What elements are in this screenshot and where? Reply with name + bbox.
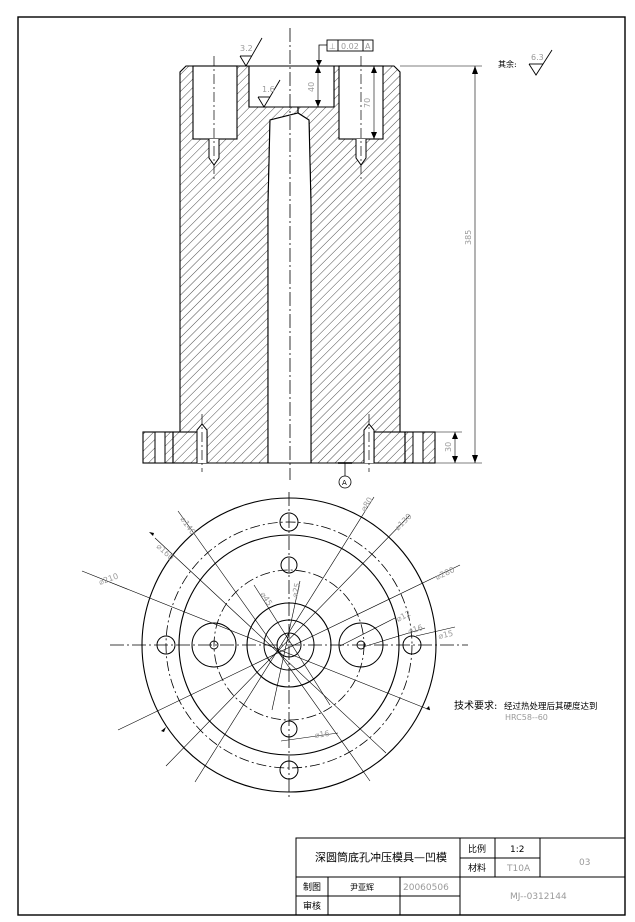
circle-body: [178, 534, 400, 756]
dim-height-base: 30: [435, 431, 462, 463]
sheet-number: 03: [579, 858, 590, 868]
title-block: [295, 837, 626, 916]
scale-value: 1:2: [510, 845, 524, 855]
dia-label-130: ⌀130: [393, 512, 414, 533]
material-value: T10A: [506, 864, 531, 874]
roughness-other: 其余: 6.3: [498, 49, 553, 76]
tolerance-frame: ⊥ 0.02 A: [316, 39, 374, 66]
dia-label-12: ⌀12: [395, 609, 412, 624]
flange-right-inner: [373, 431, 406, 464]
datum-a-symbol: A: [338, 462, 352, 489]
circle-outer: [141, 497, 437, 793]
counterbore-left-inner: [209, 640, 219, 650]
dim-height-total: 385: [400, 65, 482, 464]
pin-hole-top: [280, 556, 298, 574]
tolerance-symbol: ⊥: [329, 42, 336, 51]
tolerance-datum: A: [365, 42, 371, 51]
dia-label-15: ⌀15: [437, 629, 454, 641]
drawing-number: MJ--0312144: [510, 892, 567, 902]
section-view: 3.2 1.6 ⊥ 0.02 A 其余: 6.3: [142, 28, 553, 489]
dia-label-16-right: ⌀16: [407, 623, 424, 636]
drawing-title: 深圆筒底孔冲压模具—凹模: [315, 850, 447, 864]
dia-label-25: ⌀25: [290, 582, 302, 599]
dia-label-45: ⌀45: [258, 590, 274, 607]
pin-hole-bottom: [280, 720, 298, 738]
roughness-symbol-top-left: 3.2: [239, 37, 263, 67]
material-label: 材料: [468, 862, 486, 874]
dia-label-160: ⌀160: [155, 542, 176, 562]
title-block-text: 深圆筒底孔冲压模具—凹模 比例 1:2 材料 T10A 03 制图 尹亚辉 20…: [303, 843, 590, 912]
drawn-name: 尹亚辉: [350, 883, 374, 892]
drawn-date: 20060506: [403, 883, 449, 893]
dim-height-base-text: 30: [444, 442, 453, 452]
roughness-value-top-left: 3.2: [240, 44, 253, 53]
tolerance-value: 0.02: [341, 42, 359, 51]
technical-notes: 技术要求: 经过热处理后其硬度达到 HRC58--60: [454, 699, 598, 722]
dim-height-pocket-text: 40: [307, 82, 316, 92]
dia-label-280: ⌀280: [434, 565, 456, 582]
roughness-other-value: 6.3: [531, 53, 544, 62]
check-label: 审核: [303, 900, 321, 912]
circle-pin-pcd: [213, 569, 365, 721]
bolt-hole-bottom: [279, 760, 299, 780]
flange-hole-right: [412, 431, 424, 464]
dim-height-pocket: 40: [307, 66, 321, 107]
dia-label-140: ⌀140: [178, 515, 197, 537]
datum-a-label: A: [342, 479, 347, 487]
roughness-value-top-center: 1.6: [262, 85, 275, 94]
counterbore-right-inner: [356, 640, 366, 650]
circle-bore-outer: [263, 619, 315, 671]
dia-label-16-bottom: ⌀16: [314, 729, 330, 740]
bolt-hole-left: [156, 635, 176, 655]
roughness-symbol-top-center: 1.6: [257, 79, 281, 108]
bolt-hole-top: [279, 512, 299, 532]
diameter-labels: ⌀210 ⌀160 ⌀140 ⌀45 ⌀80 ⌀25 ⌀130 ⌀280 ⌀12…: [98, 496, 456, 740]
diameter-arrows: [149, 532, 430, 732]
dia-label-80: ⌀80: [359, 496, 375, 513]
tech-note-label: 技术要求:: [454, 699, 497, 712]
tech-note-hardness: HRC58--60: [505, 713, 548, 722]
plan-view: ⌀210 ⌀160 ⌀140 ⌀45 ⌀80 ⌀25 ⌀130 ⌀280 ⌀12…: [81, 492, 468, 800]
roughness-other-label: 其余:: [498, 59, 517, 69]
dim-height-hole: 70: [363, 66, 377, 139]
tech-note-text: 经过热处理后其硬度达到: [504, 701, 598, 712]
top-hole-left: [192, 65, 238, 140]
drawn-label: 制图: [303, 881, 321, 893]
circle-bolt-pcd: [165, 521, 413, 769]
dim-height-hole-text: 70: [363, 98, 372, 108]
bolt-hole-right: [402, 635, 422, 655]
scale-label: 比例: [468, 843, 486, 855]
circle-cavity: [246, 602, 332, 688]
diameter-leaders: [81, 496, 461, 783]
counterbore-left: [191, 622, 237, 668]
flange-hole-left: [154, 431, 166, 464]
counterbore-right: [338, 622, 384, 668]
dim-height-total-text: 385: [464, 230, 473, 245]
